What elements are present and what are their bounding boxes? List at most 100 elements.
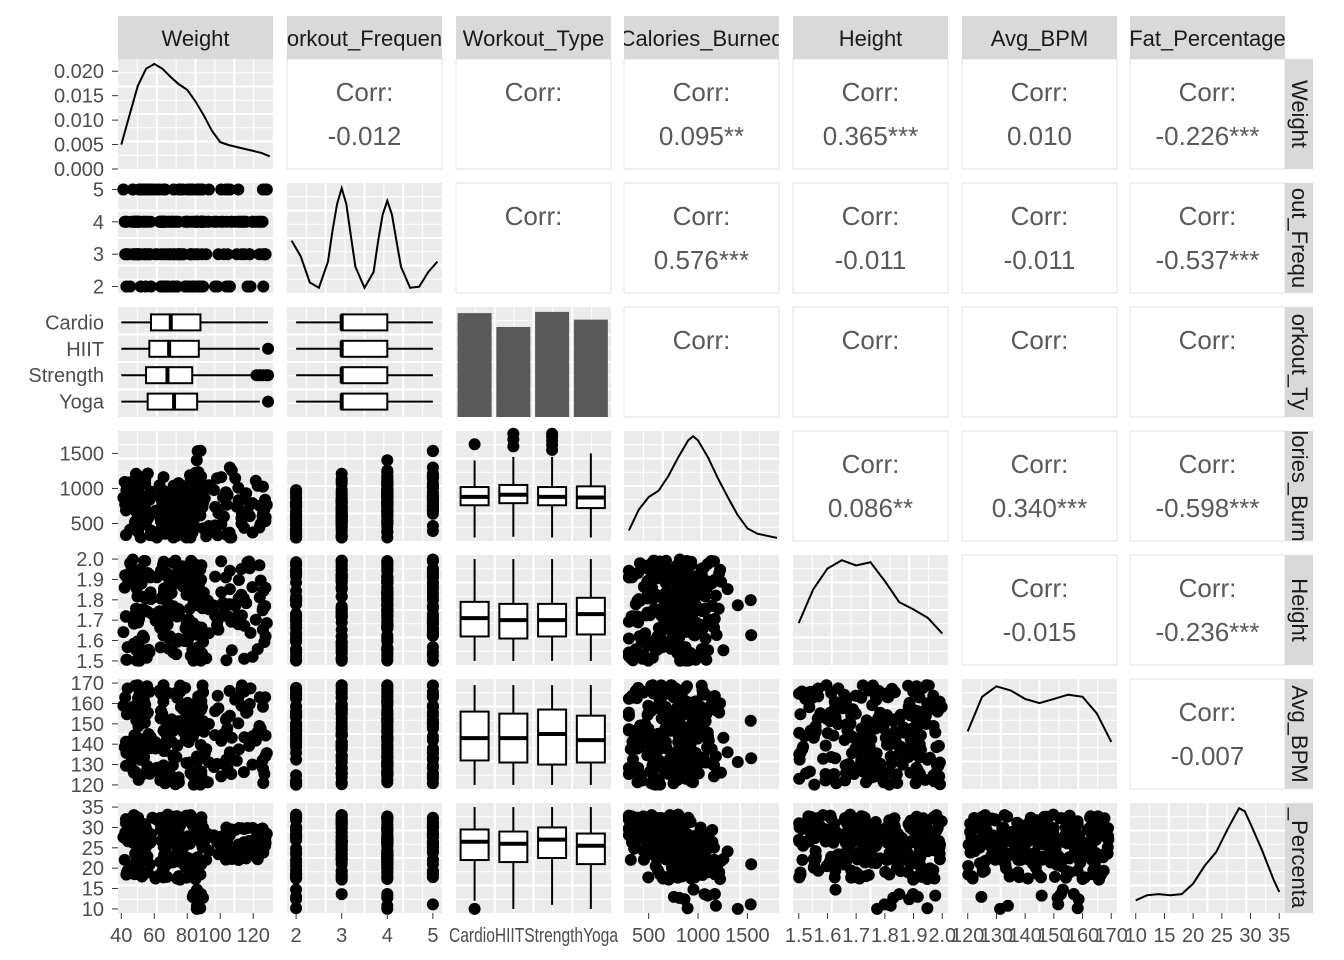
- scatter-point: [426, 567, 439, 579]
- correlation-label: Corr:: [1179, 77, 1237, 107]
- scatter-point: [860, 776, 872, 789]
- correlation-label: Corr:: [842, 201, 900, 231]
- box-outlier: [507, 427, 520, 440]
- scatter-point: [655, 850, 668, 863]
- scatter-point: [1031, 836, 1044, 849]
- scatter-point: [864, 754, 877, 767]
- x-tick-label: CardioHIITStrengthYoga: [449, 925, 619, 947]
- y-tick-label: 150: [71, 714, 104, 736]
- y-tick-label: 4: [93, 212, 104, 234]
- scatter-point: [209, 280, 221, 293]
- scatter-point: [211, 529, 224, 542]
- scatter-point: [980, 823, 993, 836]
- box-outlier: [262, 395, 275, 408]
- scatter-point: [632, 681, 645, 694]
- scatter-point: [709, 899, 722, 912]
- y-tick-label: 1.8: [76, 590, 104, 612]
- scatter-point: [128, 215, 141, 228]
- scatter-point: [290, 902, 303, 915]
- scatter-point: [976, 865, 989, 878]
- scatter-point: [646, 651, 659, 664]
- scatter-point: [426, 866, 439, 879]
- scatter-point: [129, 847, 142, 860]
- scatter-point: [817, 752, 830, 765]
- scatter-point: [194, 654, 207, 667]
- scatter-point: [894, 845, 906, 858]
- scatter-point: [699, 756, 712, 769]
- scatter-point: [164, 630, 176, 643]
- scatter-point: [130, 487, 142, 500]
- scatter-point: [793, 817, 806, 830]
- y-tick-label: 1500: [60, 443, 105, 465]
- scatter-point: [251, 479, 264, 492]
- scatter-point: [911, 769, 924, 782]
- scatter-point: [679, 817, 692, 830]
- x-tick-label: 20: [1182, 925, 1204, 947]
- scatter-point: [622, 768, 635, 780]
- x-tick-label: 120: [237, 925, 270, 947]
- strip-background: [793, 16, 948, 59]
- scatter-point: [857, 823, 870, 836]
- scatter-point: [134, 280, 147, 293]
- correlation-label: Corr:: [1011, 201, 1069, 231]
- box: [148, 339, 200, 358]
- box: [459, 710, 490, 762]
- y-tick-label: 20: [82, 858, 104, 880]
- correlation-label: Corr:: [1011, 449, 1069, 479]
- scatter-point: [157, 183, 170, 196]
- scatter-point: [221, 489, 234, 502]
- scatter-point: [149, 742, 162, 755]
- scatter-point: [426, 444, 439, 457]
- scatter-point: [745, 752, 758, 765]
- x-tick-label: 1000: [676, 925, 721, 947]
- row-strip: Height: [1285, 555, 1313, 665]
- scatter-point: [215, 183, 228, 196]
- scatter-point: [335, 568, 348, 581]
- scatter-point: [887, 715, 900, 728]
- scatter-point: [828, 871, 841, 884]
- scatter-point: [230, 754, 243, 767]
- scatter-point: [630, 692, 643, 705]
- scatter-point: [665, 841, 678, 854]
- scatter-point: [259, 836, 272, 849]
- box: [537, 826, 568, 860]
- scatter-point: [1052, 898, 1065, 911]
- panel-r5-c6: Corr:-0.007: [1129, 678, 1286, 790]
- scatter-point: [290, 519, 303, 532]
- scatter-point: [709, 589, 722, 602]
- scatter-point: [121, 864, 134, 877]
- box-outlier: [468, 902, 481, 915]
- column-strip: Calories_Burned: [624, 16, 779, 59]
- x-tick-label: 40: [110, 925, 132, 947]
- y-tick-label: 0.000: [54, 159, 104, 181]
- scatter-point: [998, 809, 1011, 822]
- scatter-point: [667, 769, 680, 782]
- panel-r4-c0: [117, 553, 273, 667]
- scatter-point: [161, 718, 174, 731]
- panel-r1-c4: Corr:-0.011: [792, 182, 949, 294]
- scatter-point: [253, 559, 266, 572]
- scatter-point: [197, 522, 210, 535]
- scatter-point: [194, 752, 207, 765]
- y-tick-label: 1.7: [76, 610, 104, 632]
- scatter-point: [630, 645, 643, 658]
- scatter-point: [970, 817, 983, 830]
- scatter-point: [812, 864, 825, 877]
- scatter-point: [174, 873, 187, 886]
- panel-r5-c4: [793, 679, 948, 791]
- scatter-point: [232, 690, 245, 703]
- scatter-point: [793, 835, 806, 848]
- scatter-point: [706, 824, 719, 836]
- scatter-point: [169, 778, 182, 791]
- scatter-point: [793, 748, 806, 761]
- scatter-point: [246, 730, 259, 743]
- column-strip: Workout_Type: [456, 16, 611, 59]
- scatter-point: [209, 609, 221, 622]
- scatter-point: [1041, 836, 1054, 849]
- row-strip: orkout_Ty: [1285, 307, 1313, 417]
- scatter-point: [130, 654, 143, 667]
- x-tick-label: 2: [291, 925, 302, 947]
- scatter-point: [138, 555, 151, 567]
- y-tick-label: 1000: [60, 478, 105, 500]
- scatter-point: [426, 706, 439, 719]
